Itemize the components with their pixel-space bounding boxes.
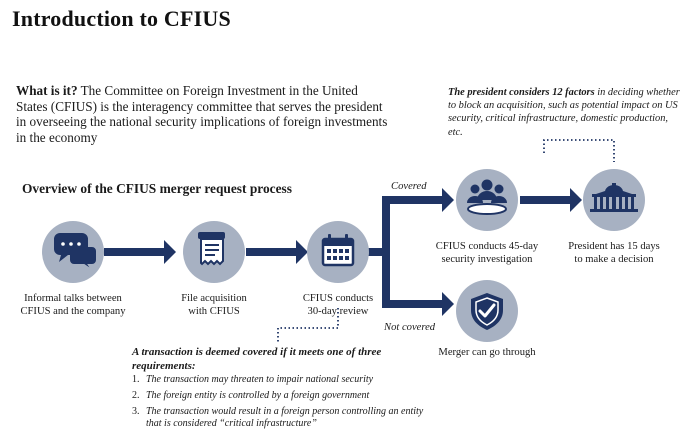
arrow-to-president-shaft: [520, 196, 570, 204]
branch-label-covered: Covered: [391, 181, 427, 192]
requirements-list: 1.The transaction may threaten to impair…: [132, 374, 432, 434]
branch-label-not-covered: Not covered: [384, 322, 436, 333]
branch-not-covered-head: [442, 292, 454, 316]
arrow-1-shaft: [104, 248, 164, 256]
overview-heading: Overview of the CFIUS merger request pro…: [22, 181, 292, 196]
requirements-heading: A transaction is deemed covered if it me…: [132, 346, 382, 372]
what-is-it-text: The Committee on Foreign Investment in t…: [16, 83, 388, 145]
calendar-icon: [321, 234, 355, 267]
branch-stem: [368, 248, 382, 256]
step-label-merger-through: Merger can go through: [438, 347, 536, 358]
requirement-item: 2.The foreign entity is controlled by a …: [132, 390, 370, 401]
requirement-item: 1.The transaction may threaten to impair…: [132, 374, 374, 385]
arrow-2-shaft: [246, 248, 296, 256]
white-house-icon: [590, 183, 638, 212]
what-is-it-lead: What is it?: [16, 83, 78, 98]
document-scroll-icon: [198, 232, 225, 266]
arrow-to-president-head: [570, 188, 582, 212]
president-note-text: in deciding whether to block an acquisit…: [448, 87, 680, 138]
page-title: Introduction to CFIUS: [12, 6, 231, 31]
branch-covered-shaft: [382, 196, 442, 204]
group-people-icon: [467, 179, 507, 215]
flow-arrows: [104, 188, 582, 316]
chat-bubbles-icon: [54, 233, 98, 272]
president-note-bold: The president considers 12 factors: [448, 87, 595, 98]
arrow-1-head: [164, 240, 176, 264]
what-is-it-paragraph: What is it? The Committee on Foreign Inv…: [16, 83, 388, 145]
branch-vertical: [382, 196, 390, 308]
arrow-2-head: [296, 240, 308, 264]
shield-check-icon: [471, 293, 503, 330]
dotted-connector-president: [543, 139, 615, 162]
branch-covered-head: [442, 188, 454, 212]
requirement-item: 3.The transaction would result in a fore…: [132, 406, 424, 429]
president-factors-note: The president considers 12 factors in de…: [448, 86, 680, 139]
branch-not-covered-shaft: [382, 300, 442, 308]
